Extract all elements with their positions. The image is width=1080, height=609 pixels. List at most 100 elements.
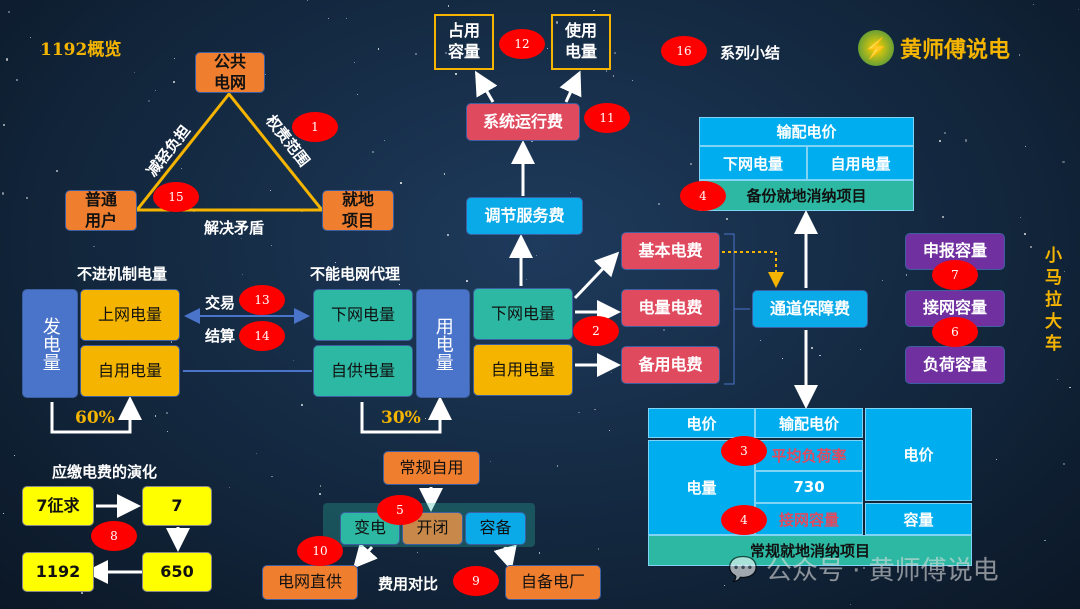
star: [466, 280, 468, 282]
star: [170, 341, 173, 343]
star: [3, 512, 4, 514]
badge-2: 2: [573, 316, 619, 346]
star: [597, 548, 599, 550]
no-grid-agent-label: 不能电网代理: [310, 265, 401, 283]
star: [632, 80, 634, 82]
star: [425, 417, 426, 419]
star: [1056, 379, 1058, 380]
badge-6: 6: [932, 317, 978, 347]
star: [1069, 386, 1071, 389]
star: [328, 17, 330, 19]
edge-label-resolve-conflict: 解决矛盾: [204, 219, 265, 237]
badge-14: 14: [239, 321, 285, 351]
star: [8, 11, 10, 13]
star: [147, 100, 150, 103]
channel-guarantee-fee-box: 通道保障费: [752, 290, 868, 328]
star: [133, 71, 135, 73]
star: [663, 329, 666, 332]
used-energy-box: 使用 电量: [551, 14, 611, 70]
hours-cell: 730: [755, 471, 863, 503]
star: [40, 49, 42, 51]
star: [445, 52, 447, 55]
star: [400, 181, 402, 184]
tdp-cell: 输配电价: [755, 408, 863, 438]
page-title: 1192概览: [40, 40, 122, 60]
evolution-box-7: 7: [142, 486, 212, 526]
star: [271, 475, 273, 478]
star: [951, 50, 953, 52]
star: [476, 54, 478, 56]
gen-self-use-box: 自用电量: [80, 345, 180, 397]
star: [1078, 8, 1080, 10]
star: [943, 131, 946, 134]
star: [414, 53, 417, 55]
badge-15: 15: [153, 182, 199, 212]
star: [166, 412, 169, 414]
price-cell: 电价: [648, 408, 755, 438]
star: [241, 237, 243, 239]
star: [939, 139, 941, 142]
star: [5, 58, 8, 61]
star: [724, 585, 726, 587]
badge-13: 13: [239, 285, 285, 315]
star: [536, 255, 537, 257]
regular-self-use-box: 常规自用: [383, 451, 480, 485]
star: [1023, 232, 1026, 235]
star: [882, 280, 884, 282]
star: [107, 53, 109, 56]
capacity-cell: 容量: [865, 503, 972, 535]
capacity-backup-box: 容备: [465, 512, 526, 545]
star: [781, 358, 783, 359]
grid-direct-supply-box: 电网直供: [262, 565, 358, 600]
star: [173, 81, 175, 84]
backup-fee-box: 备用电费: [621, 346, 720, 384]
star: [398, 284, 400, 285]
star: [443, 173, 446, 175]
star: [255, 452, 257, 454]
star: [819, 354, 821, 357]
wechat-icon: 💬: [728, 554, 758, 583]
system-operation-fee-box: 系统运行费: [466, 103, 580, 141]
star: [378, 48, 380, 50]
star: [526, 279, 527, 280]
price-cell-2: 电价: [865, 408, 972, 501]
badge-3: 3: [721, 436, 767, 466]
cost-compare-label: 费用对比: [378, 575, 439, 593]
grid-in-energy-cell: 下网电量: [699, 146, 807, 180]
star: [306, 0, 308, 2]
star: [862, 566, 865, 569]
star: [1, 192, 5, 195]
star: [760, 340, 762, 342]
star: [270, 244, 273, 247]
star: [613, 51, 616, 54]
star: [447, 5, 450, 7]
tdp-header-cell: 输配电价: [699, 117, 914, 146]
lightning-logo-icon: ⚡: [858, 30, 894, 66]
star: [56, 170, 58, 172]
star: [447, 233, 450, 236]
evolution-box-1192: 1192: [22, 552, 94, 592]
star: [605, 70, 608, 72]
star: [1064, 271, 1066, 273]
star: [612, 75, 614, 77]
badge-1: 1: [292, 112, 338, 142]
star: [1063, 463, 1066, 466]
star: [1062, 161, 1065, 164]
energy-fee-box: 电量电费: [621, 289, 720, 327]
star: [996, 459, 998, 461]
star: [1044, 539, 1046, 541]
star: [269, 189, 271, 191]
badge-16: 16: [661, 36, 707, 66]
local-project-box: 就地 项目: [322, 190, 394, 231]
regulation-service-fee-box: 调节服务费: [466, 197, 583, 235]
avg-load-rate-cell: 平均负荷率: [755, 440, 863, 471]
gen-percent: 60%: [75, 408, 115, 428]
star: [1020, 217, 1022, 219]
non-mechanism-label: 不进机制电量: [77, 265, 168, 283]
star: [180, 167, 182, 169]
grid-in-energy-box: 下网电量: [313, 289, 413, 341]
regular-local-project-cell: 常规就地消纳项目: [648, 535, 972, 566]
star: [455, 73, 457, 75]
star: [850, 603, 851, 605]
self-use-energy-cell: 自用电量: [807, 146, 914, 180]
